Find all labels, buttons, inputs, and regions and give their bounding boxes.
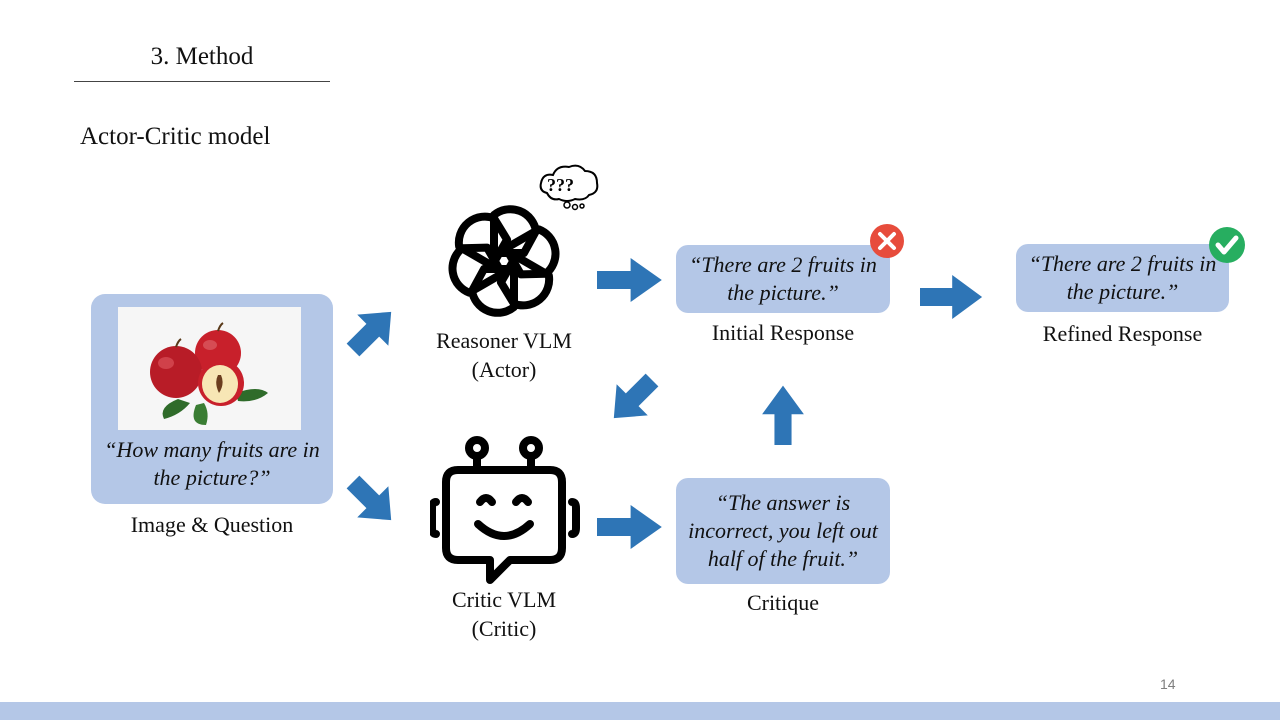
- image-question-card: “How many fruits are in the picture?”: [91, 294, 333, 504]
- red-x-icon: [869, 223, 905, 259]
- critique-label: Critique: [746, 590, 820, 615]
- arrow-initial-to-refined: [920, 275, 983, 319]
- image-question-label: Image & Question: [130, 512, 294, 537]
- actor-label-line1: Reasoner VLM: [436, 328, 572, 353]
- robot-chat-icon: [428, 436, 580, 588]
- arrow-actor-to-initial: [597, 258, 662, 302]
- openai-logo-icon: [441, 198, 567, 324]
- question-text: “How many fruits are in the picture?”: [104, 437, 320, 490]
- critique-bubble: “The answer is incorrect, you left out h…: [676, 478, 890, 584]
- refined-response-bubble: “There are 2 fruits in the picture.”: [1016, 244, 1229, 312]
- page-number: 14: [1160, 676, 1176, 692]
- critic-label-line1: Critic VLM: [451, 587, 557, 612]
- initial-response-text: “There are 2 fruits in the picture.”: [689, 252, 877, 305]
- question-marks-cloud-icon: ???: [537, 163, 601, 211]
- svg-text:???: ???: [547, 175, 574, 195]
- green-check-icon: [1208, 226, 1246, 264]
- arrow-initial-to-critic: [598, 364, 668, 434]
- actor-label-line2: (Actor): [471, 357, 537, 382]
- arrow-critique-up: [762, 385, 804, 445]
- arrow-image-to-critic: [337, 466, 407, 536]
- section-title: 3. Method: [150, 43, 254, 70]
- critic-label-line2: (Critic): [471, 616, 537, 641]
- initial-response-label: Initial Response: [711, 320, 855, 345]
- title-underline: [74, 81, 330, 82]
- footer-bar: [0, 702, 1280, 720]
- slide-subtitle: Actor-Critic model: [80, 123, 271, 150]
- critique-text: “The answer is incorrect, you left out h…: [688, 490, 878, 571]
- refined-response-label: Refined Response: [1042, 321, 1203, 346]
- arrow-critic-to-critique: [597, 505, 662, 549]
- arrow-image-to-actor: [337, 296, 407, 366]
- apples-photo: [118, 307, 301, 430]
- refined-response-text: “There are 2 fruits in the picture.”: [1028, 251, 1217, 304]
- initial-response-bubble: “There are 2 fruits in the picture.”: [676, 245, 890, 313]
